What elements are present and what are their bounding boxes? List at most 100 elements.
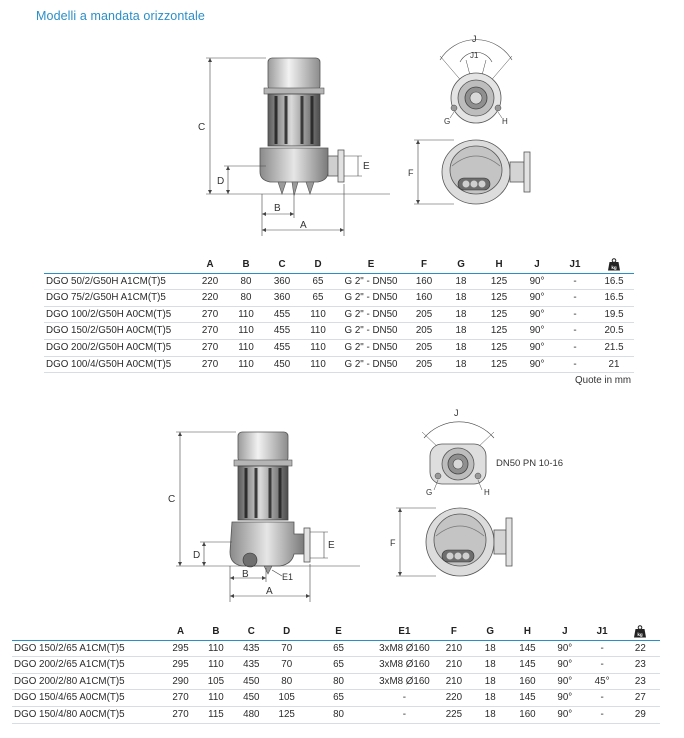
- table-cell: 90°: [546, 656, 584, 674]
- table-cell: 160: [406, 273, 442, 291]
- table-cell: -: [583, 656, 621, 674]
- table-cell: 18: [471, 656, 509, 674]
- table-header-cell: E: [304, 624, 373, 641]
- table-cell: 18: [471, 706, 509, 724]
- table-cell: 115: [198, 706, 234, 724]
- table-cell: 125: [480, 306, 518, 324]
- table-cell: 455: [264, 322, 300, 340]
- table-cell: G 2" - DN50: [336, 289, 406, 307]
- model-name-cell: DGO 200/2/80 A1CM(T)5: [12, 673, 163, 691]
- table-cell: 270: [192, 356, 228, 374]
- table-cell: 65: [304, 689, 373, 707]
- table-cell: 455: [264, 306, 300, 324]
- table-cell: 160: [406, 289, 442, 307]
- table-cell: 90°: [518, 322, 556, 340]
- table-cell: 19.5: [594, 306, 634, 324]
- table-cell: -: [556, 273, 594, 291]
- table-cell: 145: [508, 656, 547, 674]
- table-cell: -: [556, 339, 594, 357]
- table-cell: 270: [192, 339, 228, 357]
- table-cell: 110: [228, 339, 264, 357]
- table-header-cell: C: [264, 257, 300, 274]
- table-cell: 18: [442, 356, 480, 374]
- table-cell: -: [372, 706, 437, 724]
- weight-kg-icon: kg: [620, 624, 660, 641]
- table-cell: 205: [406, 306, 442, 324]
- dim-label-e1: E1: [282, 572, 293, 582]
- table-cell: 23: [620, 673, 660, 691]
- table-cell: 3xM8 Ø160: [372, 640, 437, 658]
- table-cell: 110: [228, 306, 264, 324]
- table-header-cell: [12, 624, 163, 641]
- table-cell: 80: [228, 273, 264, 291]
- table-cell: G 2" - DN50: [336, 356, 406, 374]
- table-cell: 80: [304, 673, 373, 691]
- table-cell: 125: [480, 273, 518, 291]
- table-cell: 18: [471, 673, 509, 691]
- dim-label-b: B: [274, 203, 281, 214]
- table-cell: 110: [300, 356, 336, 374]
- table-cell: 90°: [518, 289, 556, 307]
- table-cell: 3xM8 Ø160: [372, 673, 437, 691]
- table-cell: 90°: [546, 673, 584, 691]
- dim-label-f: F: [408, 168, 414, 178]
- dim-label-b: B: [242, 569, 249, 580]
- pump-front-view-1: F: [404, 132, 544, 212]
- model-name-cell: DGO 75/2/G50H A1CM(T)5: [44, 289, 192, 307]
- table-cell: 205: [406, 322, 442, 340]
- table-cell: 450: [264, 356, 300, 374]
- model-name-cell: DGO 200/2/65 A1CM(T)5: [12, 656, 163, 674]
- table-cell: 160: [508, 706, 547, 724]
- table-cell: 21.5: [594, 339, 634, 357]
- table-cell: 205: [406, 339, 442, 357]
- units-note: Quote in mm: [575, 375, 632, 386]
- table-header-cell: F: [406, 257, 442, 274]
- table-cell: 435: [233, 656, 270, 674]
- table-cell: 105: [198, 673, 234, 691]
- table-header-cell: J1: [583, 624, 621, 641]
- table-cell: 220: [436, 689, 472, 707]
- table-cell: 90°: [546, 706, 584, 724]
- table-cell: 3xM8 Ø160: [372, 656, 437, 674]
- dim-label-a: A: [266, 586, 273, 597]
- table-cell: 18: [442, 322, 480, 340]
- pump-side-view-1: C D B A E: [190, 48, 390, 240]
- table-cell: 360: [264, 273, 300, 291]
- table-cell: 295: [162, 640, 199, 658]
- table-cell: 110: [198, 689, 234, 707]
- table-cell: 290: [162, 673, 199, 691]
- pump-side-view-2: C D B E1 A E: [160, 424, 360, 604]
- table-cell: 18: [442, 289, 480, 307]
- spec-table-1: A B C D E F G H J J1 kg DGO 50/2/G50H A1…: [44, 257, 634, 374]
- pump-front-view-2: F: [386, 502, 526, 582]
- table-cell: 90°: [518, 273, 556, 291]
- table-cell: 18: [471, 640, 509, 658]
- dim-label-h: H: [502, 117, 508, 126]
- model-name-cell: DGO 150/4/65 A0CM(T)5: [12, 689, 163, 707]
- table-cell: 110: [300, 339, 336, 357]
- table-cell: 90°: [518, 306, 556, 324]
- svg-text:kg: kg: [638, 632, 644, 637]
- table-header-cell: B: [198, 624, 234, 641]
- table-cell: -: [556, 322, 594, 340]
- table-cell: 27: [620, 689, 660, 707]
- table-cell: 70: [269, 640, 305, 658]
- dim-label-j1: J1: [470, 51, 479, 60]
- model-name-cell: DGO 200/2/G50H A0CM(T)5: [44, 339, 192, 357]
- table-cell: 450: [233, 673, 270, 691]
- dim-label-g: G: [426, 488, 432, 497]
- model-name-cell: DGO 150/2/G50H A0CM(T)5: [44, 322, 192, 340]
- table-header-cell: E: [336, 257, 406, 274]
- table-cell: 18: [442, 306, 480, 324]
- table-cell: -: [583, 640, 621, 658]
- table-cell: 125: [480, 339, 518, 357]
- table-cell: -: [583, 689, 621, 707]
- model-name-cell: DGO 100/2/G50H A0CM(T)5: [44, 306, 192, 324]
- table-cell: 210: [436, 640, 472, 658]
